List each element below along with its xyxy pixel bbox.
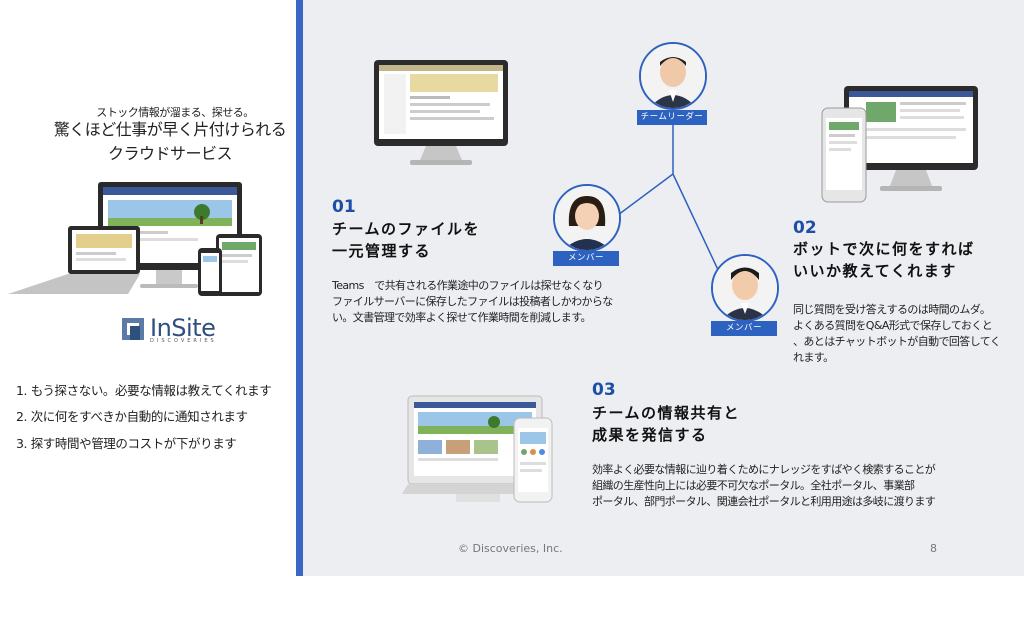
feature-02-description: 同じ質問を受け答えするのは時間のムダ。 よくある質問をQ&A形式で保存しておくと… [793, 302, 1001, 366]
feature-02-devices-illustration [821, 86, 978, 203]
feature-01-description: Teams で共有される作業途中のファイルは探せなくなり ファイルサーバーに保存… [332, 278, 613, 326]
feature-01-desc-line-2: ファイルサーバーに保存したファイルは投稿者しかわからな [332, 295, 613, 308]
footer-copyright: © Discoveries, Inc. [458, 542, 563, 555]
benefit-item-1: 1. もう探さない。必要な情報は教えてくれます [16, 383, 272, 398]
feature-03-number: 03 [592, 380, 616, 400]
feature-03-desc-line-3: ポータル、部門ポータル、関連会社ポータルと利用用途は多岐に渡ります [592, 495, 936, 508]
feature-02-number: 02 [793, 218, 817, 238]
feature-02-desc-line-1: 同じ質問を受け答えするのは時間のムダ。 [793, 303, 991, 316]
headline: 驚くほど仕事が早く片付けられる クラウドサービス [20, 118, 320, 166]
feature-02-title: ボットで次に何をすれば いいか教えてくれます [793, 238, 975, 282]
feature-03-desc-line-1: 効率よく必要な情報に辿り着くためにナレッジをすばやく検索することが [592, 463, 936, 476]
benefit-item-3: 3. 探す時間や管理のコストが下がります [16, 436, 237, 451]
devices-illustration [8, 182, 262, 296]
benefit-item-2: 2. 次に何をすべきか自動的に通知されます [16, 409, 248, 424]
team-member-avatar-2 [711, 254, 779, 322]
feature-03-description: 効率よく必要な情報に辿り着くためにナレッジをすばやく検索することが 組織の生産性… [592, 462, 936, 510]
insite-logo-text: InSite [150, 314, 216, 342]
feature-02-title-line-2: いいか教えてくれます [793, 262, 957, 280]
feature-03-title: チームの情報共有と 成果を発信する [592, 402, 740, 446]
feature-02-desc-line-2: よくある質問をQ&A形式で保存しておくと [793, 319, 993, 332]
team-member-badge-2: メンバー [711, 321, 777, 336]
feature-01-desc-line-3: い。文書管理で効率よく探せて作業時間を削減します。 [332, 311, 592, 324]
page-number: 8 [930, 542, 937, 555]
feature-02-desc-line-3: 、あとはチャットボットが自動で回答してく [793, 335, 1001, 348]
feature-01-title: チームのファイルを 一元管理する [332, 218, 480, 262]
team-member-badge-1: メンバー [553, 251, 619, 266]
feature-02-title-line-1: ボットで次に何をすれば [793, 240, 975, 258]
team-leader-badge: チームリーダー [637, 110, 707, 125]
feature-01-title-line-2: 一元管理する [332, 242, 432, 260]
feature-03-title-line-2: 成果を発信する [592, 426, 708, 444]
section-divider [296, 0, 303, 576]
feature-01-title-line-1: チームのファイルを [332, 220, 481, 238]
insite-logo-subtext: DISCOVERIES [150, 338, 217, 344]
feature-02-desc-line-4: れます。 [793, 351, 834, 364]
feature-01-monitor-illustration [374, 60, 508, 165]
tagline: ストック情報が溜まる、探せる。 [96, 106, 254, 119]
feature-03-desc-line-2: 組織の生産性向上には必要不可欠なポータル。全社ポータル、事業部 [592, 479, 915, 492]
feature-03-devices-illustration [402, 395, 553, 503]
team-leader-avatar [639, 42, 707, 110]
feature-01-number: 01 [332, 197, 356, 217]
feature-03-title-line-1: チームの情報共有と [592, 404, 741, 422]
insite-logo-icon [122, 318, 148, 342]
feature-01-desc-line-1: Teams で共有される作業途中のファイルは探せなくなり [332, 279, 604, 292]
headline-line-1: 驚くほど仕事が早く片付けられる [53, 120, 287, 139]
headline-line-2: クラウドサービス [107, 144, 233, 163]
team-member-avatar-1 [553, 184, 621, 252]
